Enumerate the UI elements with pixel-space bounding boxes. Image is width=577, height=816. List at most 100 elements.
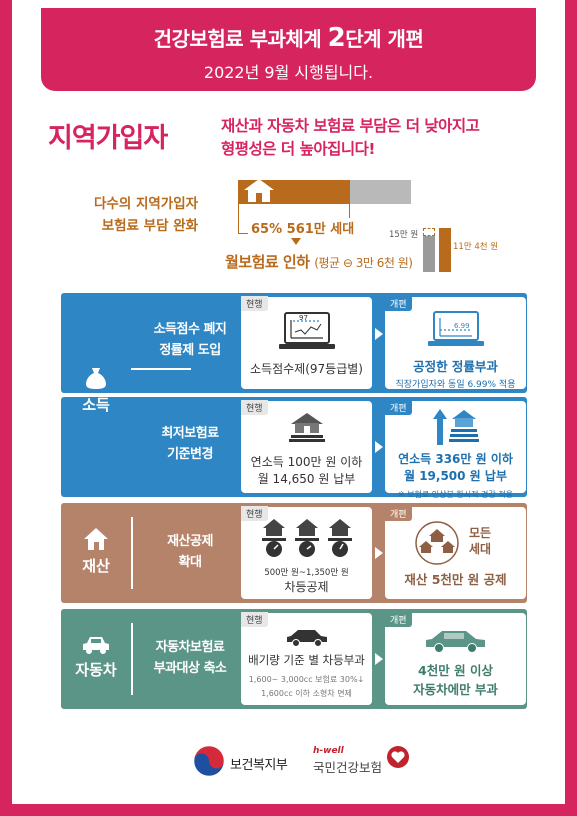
chevron-right-icon — [375, 328, 383, 340]
burden-label-line: 보험료 부담 완화 — [101, 218, 199, 234]
current-text: 배기량 기준 별 차등부과 — [248, 653, 365, 667]
new-tag: 개편 — [385, 296, 412, 311]
subject-line: 부과대상 축소 — [153, 661, 227, 676]
category-label: 자동차 — [75, 661, 117, 679]
taegeuk-logo-icon — [193, 745, 225, 777]
title-part: 건강보험료 부과체계 — [153, 27, 328, 51]
car-icon — [83, 637, 109, 654]
house-up-arrow-icon — [432, 409, 479, 445]
header-banner: 건강보험료 부과체계 2단계 개편 2022년 9월 시행됩니다. — [41, 8, 536, 91]
current-text: 월 14,650 원 납부 — [257, 472, 356, 486]
subject-asset: 재산공제 확대 — [133, 531, 247, 573]
title-part: 단계 개편 — [345, 27, 424, 51]
laptop-rate-icon: 6.99 — [427, 311, 484, 346]
laptop-chart-icon: 97 — [278, 312, 335, 349]
cur-chart-label: 97 — [299, 314, 308, 322]
current-card: 현행 연소득 100만 원 이하 월 14,650 원 납부 — [241, 400, 372, 493]
new-card: 개편 6.99 공정한 정률부과 직장가입자와 동일 6.99% 적용 — [385, 296, 526, 390]
current-note: 1,600~ 3,000cc 보험료 30%↓ — [248, 675, 365, 684]
divider — [131, 517, 133, 589]
current-card: 현행 배기량 기준 별 차등부과 1,600~ 3,000cc 보험료 30%↓… — [241, 612, 372, 705]
subject-line: 자동차보험료 — [155, 640, 225, 655]
chevron-right-icon — [375, 547, 383, 559]
current-tag: 현행 — [241, 296, 268, 311]
divider — [131, 368, 191, 370]
headline-line: 재산과 자동차 보험료 부담은 더 낮아지고 — [221, 117, 480, 135]
heart-logo-icon — [387, 746, 409, 768]
asset-row: 재산 재산공제 확대 현행 500만 원~1,350만 원 차등공제 개편 — [61, 503, 527, 603]
subject-line: 최저보험료 — [161, 426, 219, 441]
share-bar-rest — [350, 180, 411, 204]
before-bar — [423, 236, 435, 272]
new-text: 자동차에만 부과 — [413, 682, 498, 697]
premium-reduction: 월보험료 인하 (평균 ⊖ 3만 6천 원) — [225, 251, 413, 272]
current-card: 현행 97 소득점수제(97등급별) — [241, 296, 372, 389]
mohw-label: 보건복지부 — [230, 758, 288, 773]
headline-line: 형평성은 더 높아집니다! — [221, 140, 375, 158]
new-tag: 개편 — [385, 612, 412, 627]
badge-line: 모든 — [469, 526, 492, 540]
houses-badge: 모든 세대 — [385, 517, 526, 569]
current-tag: 현행 — [241, 612, 268, 627]
title-number: 2 — [327, 23, 346, 53]
category-label: 소득 — [82, 396, 110, 414]
section-headline: 재산과 자동차 보험료 부담은 더 낮아지고 형평성은 더 높아집니다! — [221, 115, 480, 161]
new-sub: 직장가입자와 동일 6.99% 적용 — [395, 380, 516, 390]
chevron-right-icon — [375, 441, 383, 453]
house-icon — [244, 179, 274, 202]
new-text: 연소득 336만 원 이하 — [398, 452, 513, 466]
subject-car: 자동차보험료 부과대상 축소 — [133, 637, 247, 679]
hwell-label: h-well — [313, 746, 344, 756]
after-value: 11만 4천 원 — [453, 242, 499, 252]
house-stack-icon — [288, 413, 325, 442]
current-text: 연소득 100만 원 이하 — [250, 455, 363, 469]
badge-line: 세대 — [469, 542, 492, 556]
nhis-label: 국민건강보험 — [313, 760, 383, 775]
before-bar-dashed — [423, 228, 435, 236]
current-tag: 현행 — [241, 400, 268, 415]
subject-line: 기준변경 — [167, 447, 213, 462]
burden-label: 다수의 지역가입자 보험료 부담 완화 — [94, 193, 198, 237]
before-value: 15만 원 — [389, 230, 419, 240]
current-text: 차등공제 — [284, 580, 329, 594]
arrow-down-icon — [291, 238, 301, 245]
car-row: 자동차 자동차보험료 부과대상 축소 현행 배기량 기준 별 차등부과 1,60… — [61, 609, 527, 709]
subject-income-1: 소득점수 폐지 정률제 도입 — [133, 319, 247, 361]
category-asset: 재산 — [61, 527, 131, 576]
house-icon — [84, 528, 108, 550]
sedan-icon — [425, 631, 485, 653]
share-bar — [238, 179, 411, 204]
category-car: 자동차 — [61, 635, 131, 680]
new-text: 4천만 원 이상 — [418, 663, 493, 678]
after-bar — [439, 228, 451, 272]
new-title: 공정한 정률부과 — [413, 359, 498, 374]
new-text: 재산 5천만 원 공제 — [404, 572, 507, 587]
page-subtitle: 2022년 9월 시행됩니다. — [203, 63, 374, 82]
current-text: 소득점수제(97등급별) — [250, 362, 363, 376]
new-card: 개편 모든 세대 재산 5천만 원 공제 — [385, 506, 526, 599]
income-row-1: 소득점수 폐지 정률제 도입 현행 97 소득점수제(97등급별) 개편 6.9… — [61, 293, 527, 393]
current-card: 현행 500만 원~1,350만 원 차등공제 — [241, 506, 372, 599]
footer: 보건복지부 h-well 국민건강보험 — [0, 735, 577, 795]
premium-mini-chart: 15만 원 11만 4천 원 — [385, 218, 500, 274]
scales-icon — [261, 519, 352, 557]
chevron-right-icon — [375, 653, 383, 665]
houses-icon — [415, 521, 459, 565]
subject-line: 정률제 도입 — [159, 343, 221, 358]
new-text: 월 19,500 원 납부 — [403, 469, 507, 483]
section-title: 지역가입자 — [48, 123, 168, 154]
premium-main: 월보험료 인하 — [225, 253, 310, 271]
current-note: 1,600cc 이하 소형차 면제 — [261, 689, 352, 698]
new-tag: 개편 — [385, 506, 412, 521]
divider — [131, 623, 133, 695]
income-row-2: 최저보험료 기준변경 현행 연소득 100만 원 이하 월 14,650 원 납… — [61, 397, 527, 499]
subject-line: 재산공제 — [167, 534, 213, 549]
new-tag: 개편 — [385, 400, 412, 415]
current-tag: 현행 — [241, 506, 268, 521]
category-label: 재산 — [82, 557, 110, 575]
subject-line: 확대 — [178, 555, 202, 570]
subject-income-2: 최저보험료 기준변경 — [133, 423, 247, 465]
new-card: 개편 4천만 원 이상 자동차에만 부과 — [385, 612, 526, 705]
share-text: 65% 561만 세대 — [248, 218, 358, 237]
burden-label-line: 다수의 지역가입자 — [94, 196, 199, 212]
